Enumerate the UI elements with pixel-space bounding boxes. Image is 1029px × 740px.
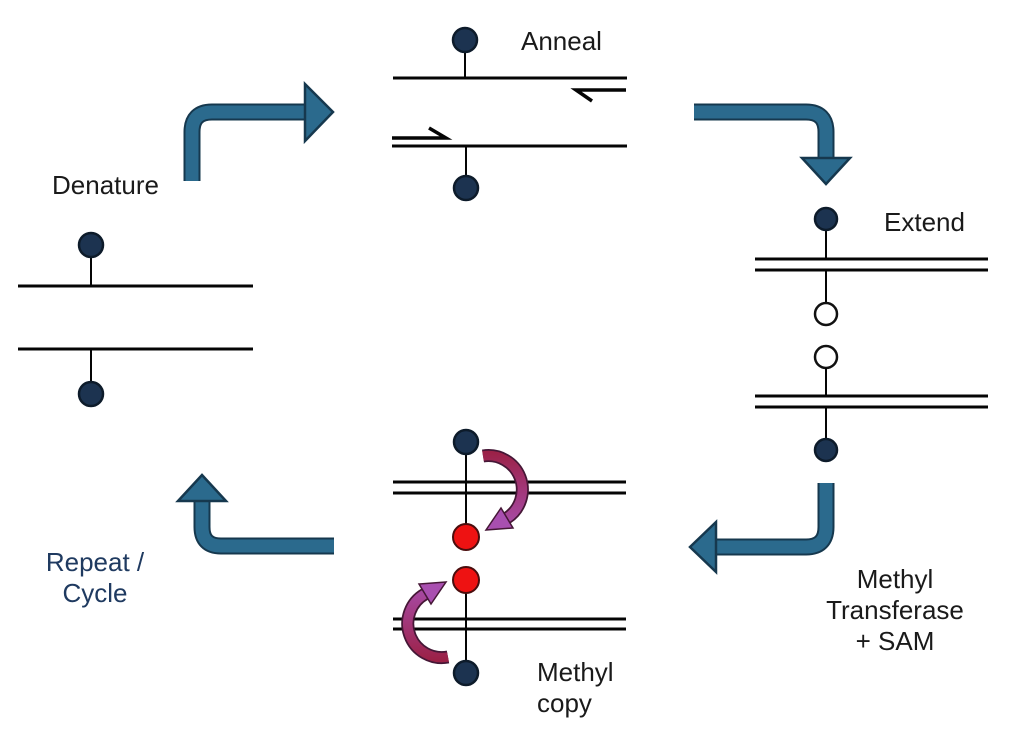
unmethylated-site-icon	[813, 301, 839, 327]
methyl-copy-duplexes	[393, 428, 626, 687]
unmethylated-site-icon	[813, 344, 839, 370]
methylated-site-icon	[813, 206, 839, 232]
extend-label: Extend	[884, 207, 965, 237]
methylated-site-icon	[452, 428, 480, 456]
arrow-repeat-cycle-icon	[175, 473, 334, 555]
methylated-site-icon	[452, 659, 480, 687]
methyl-transfer-arrow-icon	[401, 581, 450, 665]
arrow-extend-to-methyl-icon	[688, 483, 835, 575]
anneal-strands	[392, 26, 627, 202]
extend-duplexes	[755, 206, 988, 463]
new-methyl-site-icon	[452, 566, 480, 594]
arrow-anneal-to-extend-icon	[694, 103, 853, 186]
methylated-site-icon	[77, 380, 105, 408]
denature-label: Denature	[52, 170, 159, 200]
anneal-label: Anneal	[521, 26, 602, 56]
methylated-site-icon	[813, 437, 839, 463]
denature-strands	[18, 231, 253, 408]
methyl-transferase-label: Methyl Transferase + SAM	[826, 564, 964, 656]
reverse-primer-icon	[570, 88, 626, 103]
methyl-transfer-arrow-icon	[481, 449, 529, 531]
forward-primer-icon	[392, 126, 453, 140]
arrow-denature-to-anneal-icon	[183, 80, 335, 181]
new-methyl-site-icon	[452, 523, 480, 551]
methylated-site-icon	[451, 26, 479, 54]
methylated-site-icon	[452, 174, 480, 202]
repeat-cycle-label: Repeat / Cycle	[45, 547, 145, 608]
methyl-copy-label: Methyl copy	[537, 657, 614, 718]
methylated-site-icon	[77, 231, 105, 259]
